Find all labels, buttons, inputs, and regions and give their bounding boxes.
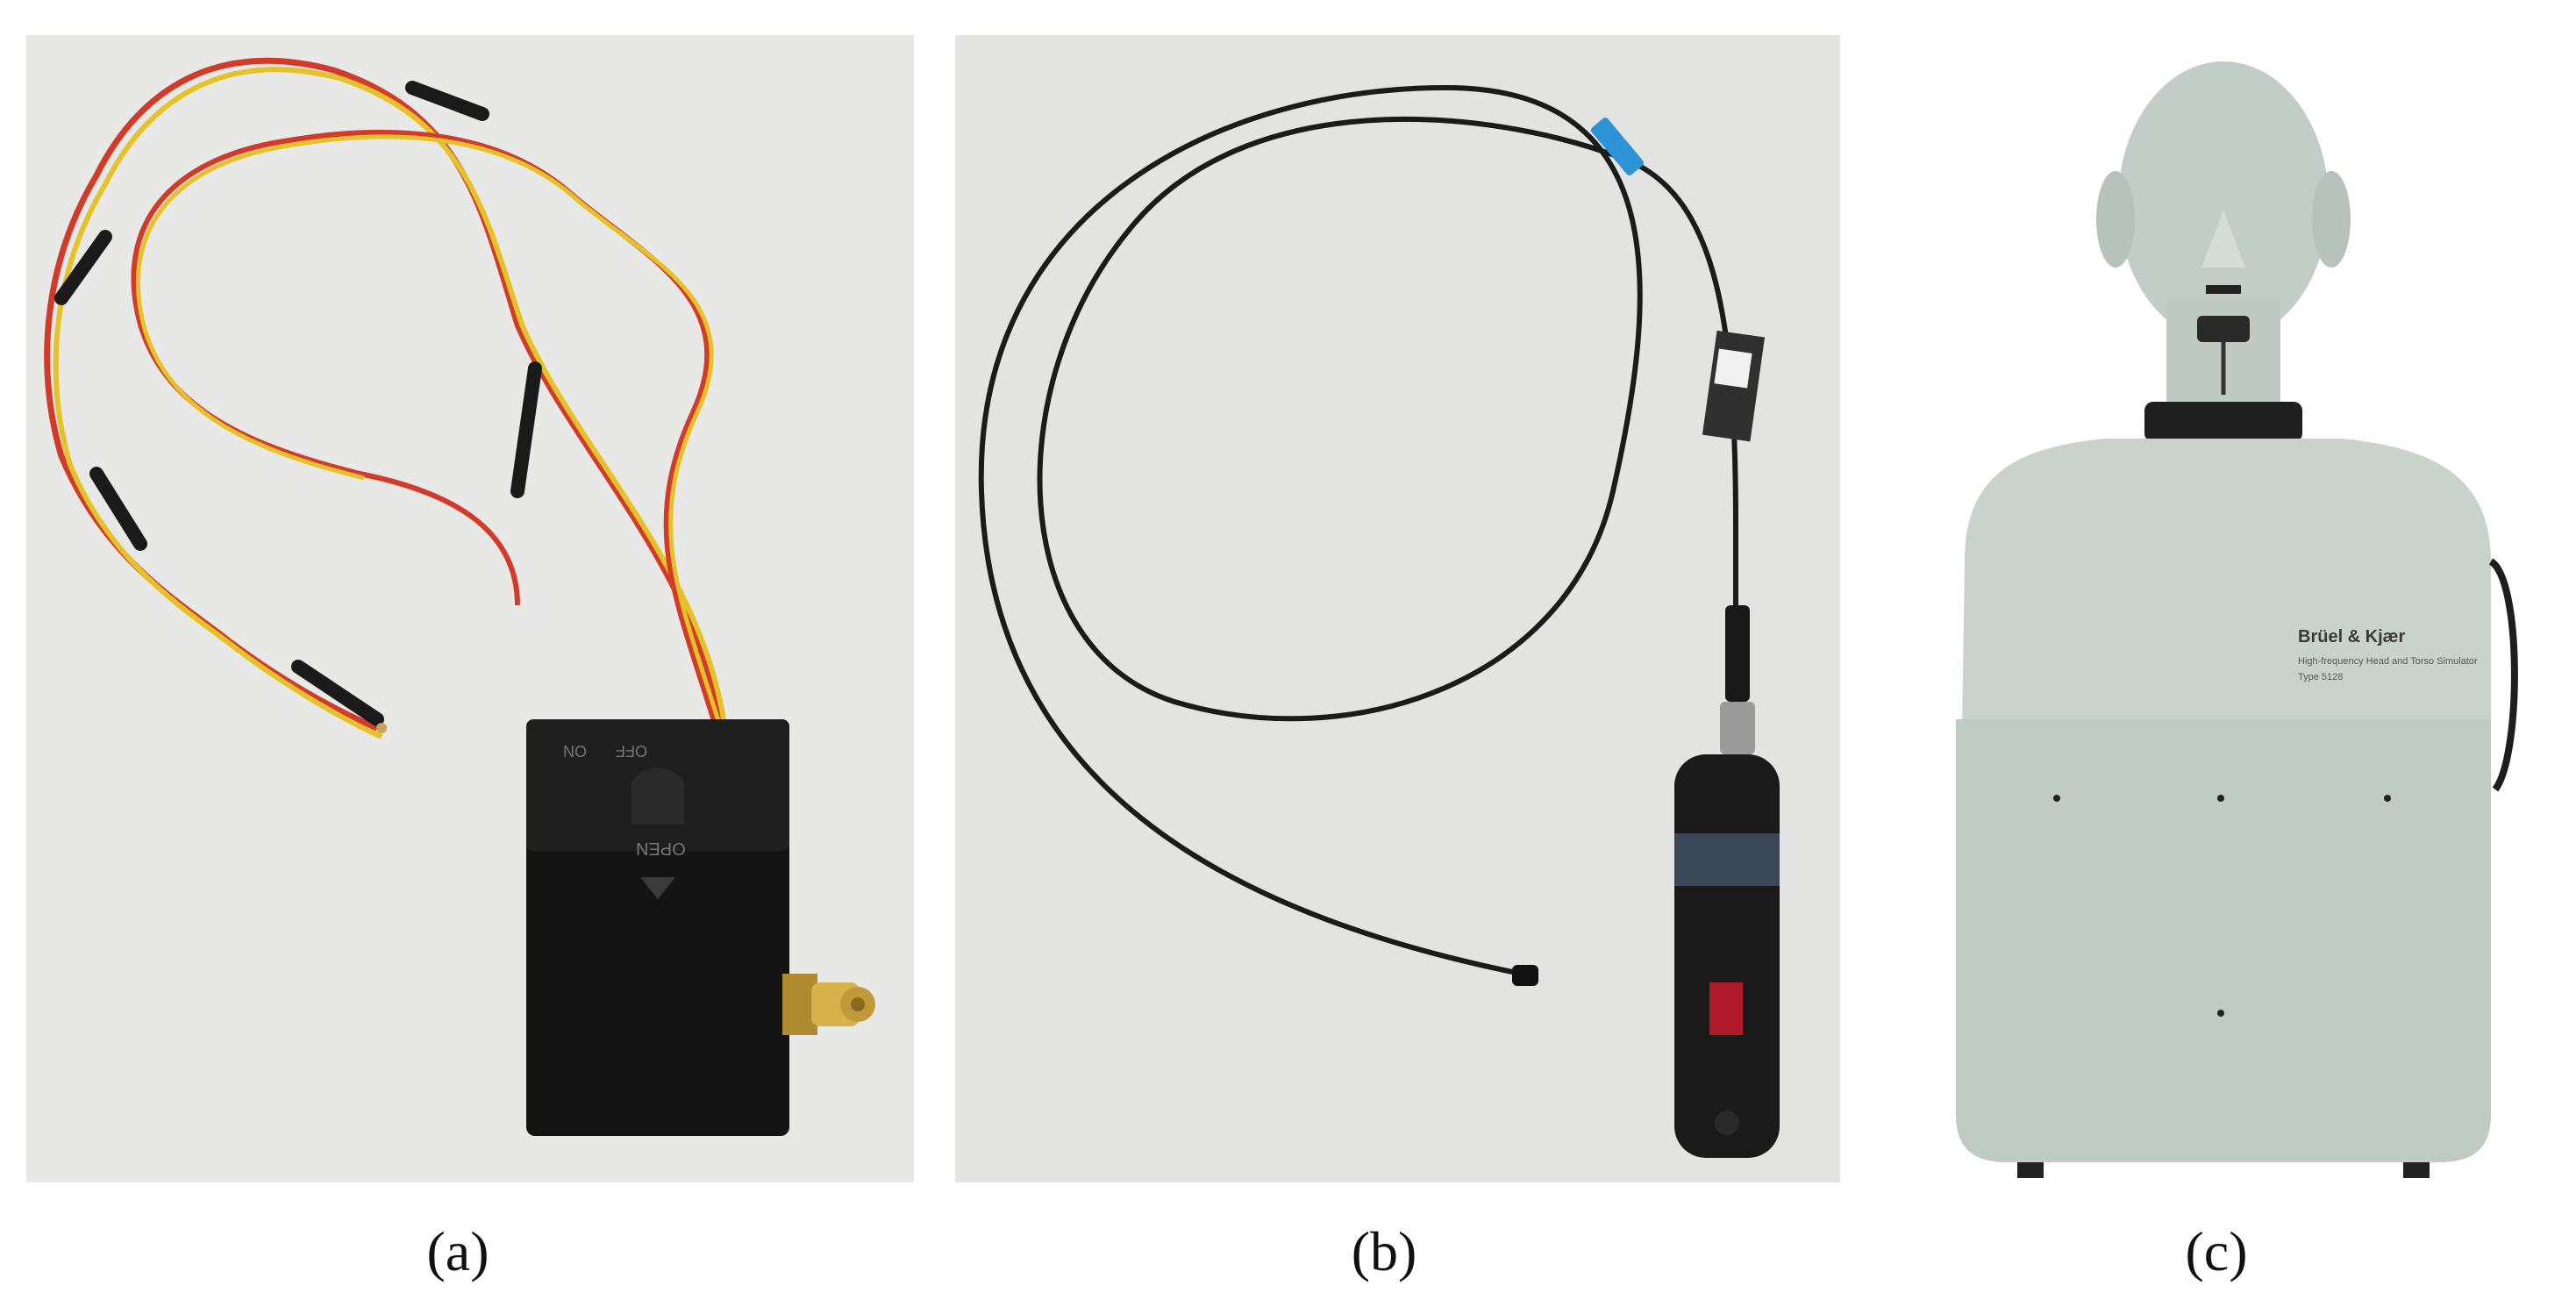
battery-box-photo bbox=[26, 35, 914, 1182]
photo-panel-c: Brüel & Kjær High-frequency Head and Tor… bbox=[1877, 35, 2561, 1193]
caption-a: (a) bbox=[426, 1220, 489, 1282]
photo-panel-a: ON OFF OPEN bbox=[26, 35, 914, 1182]
brand-label: Brüel & Kjær bbox=[2298, 627, 2406, 646]
open-label: OPEN bbox=[636, 839, 686, 858]
photo-panel-b bbox=[955, 35, 1840, 1182]
switch-off-label: OFF bbox=[616, 742, 647, 760]
head-and-torso-simulator-photo bbox=[1877, 35, 2561, 1193]
microphone-cable-photo bbox=[955, 35, 1840, 1182]
caption-c: (c) bbox=[2185, 1220, 2248, 1282]
caption-b: (b) bbox=[1351, 1220, 1417, 1282]
model-label: Type 5128 bbox=[2298, 672, 2344, 682]
switch-on-label: ON bbox=[563, 742, 587, 760]
product-line-label: High-frequency Head and Torso Simulator bbox=[2298, 656, 2478, 667]
